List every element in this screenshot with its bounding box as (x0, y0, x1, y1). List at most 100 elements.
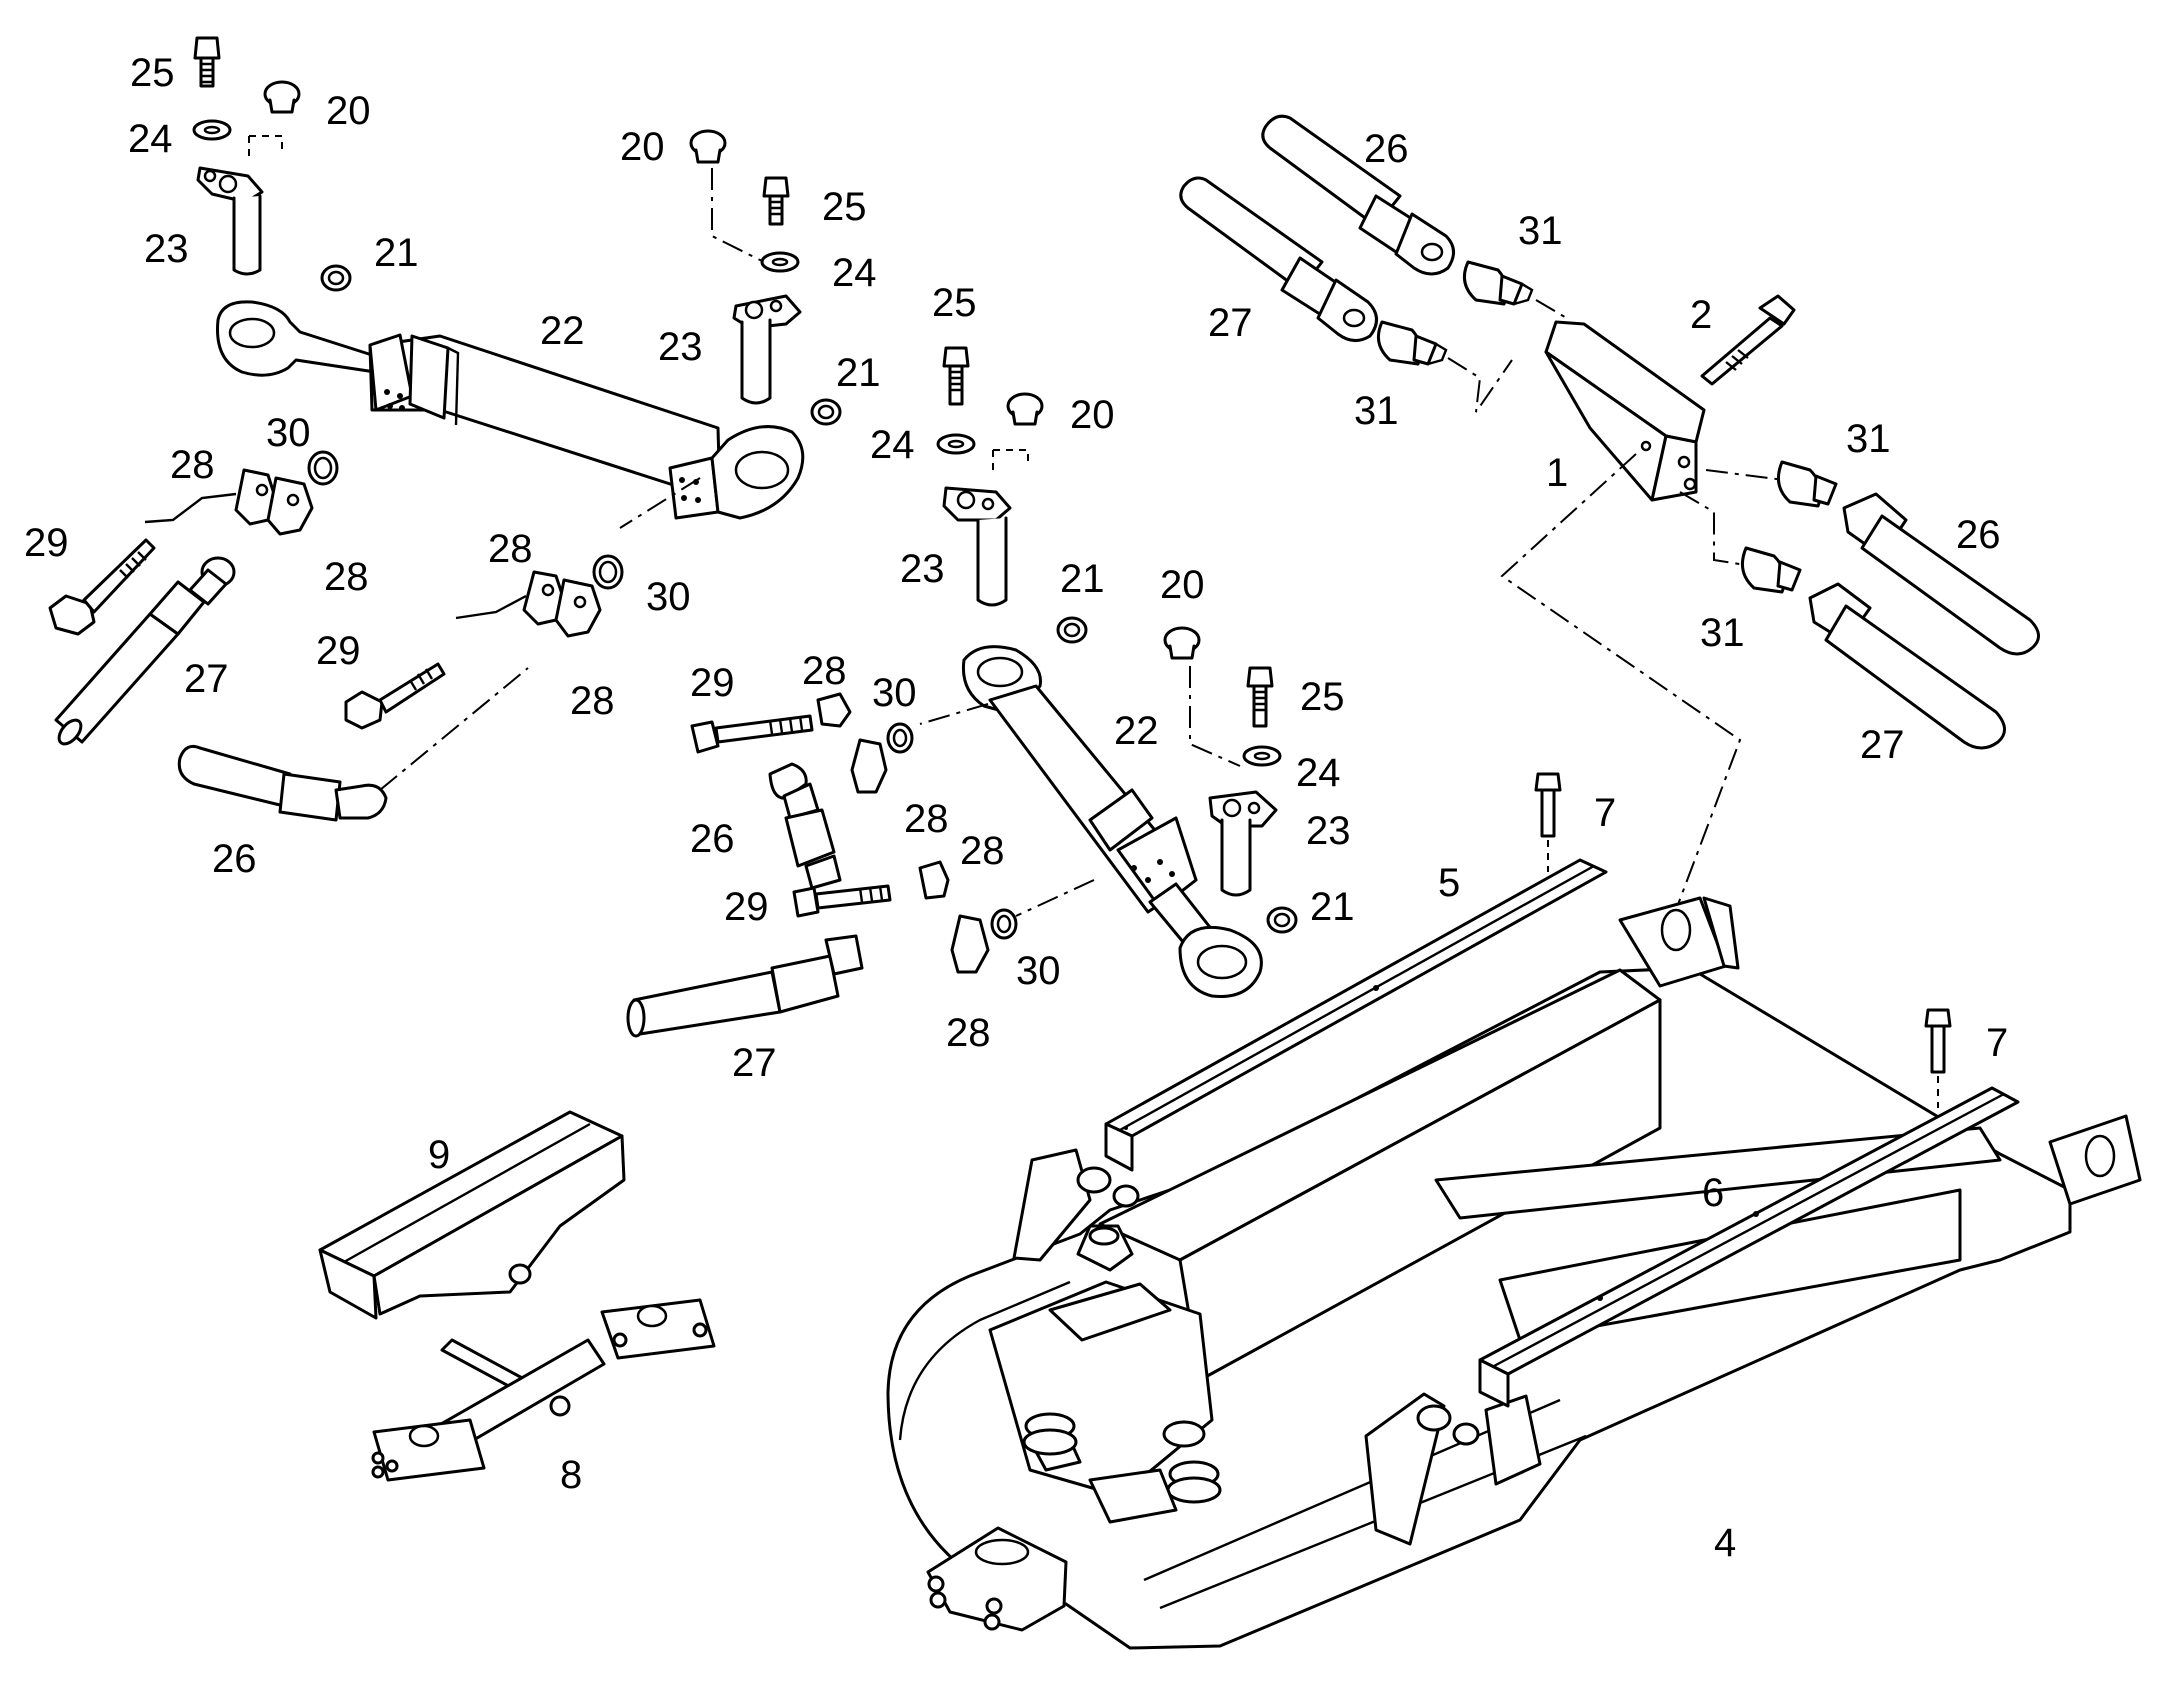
callout-29: 29 (724, 885, 769, 929)
callout-23: 23 (658, 325, 703, 369)
split-flange-28-center-b (918, 860, 990, 974)
callout-20: 20 (1070, 393, 1115, 437)
bolt-25-center-a (762, 176, 790, 226)
callout-24: 24 (870, 423, 915, 467)
callout-2: 2 (1690, 293, 1712, 337)
callout-29: 29 (690, 661, 735, 705)
callout-6: 6 (1702, 1171, 1724, 1215)
callout-24: 24 (128, 117, 173, 161)
valve-block-1 (1544, 320, 1706, 502)
hydraulic-cylinder-22-left (216, 300, 805, 520)
frame-4 (886, 896, 2142, 1650)
plug-20-center-b (1006, 392, 1044, 426)
callout-21: 21 (1060, 557, 1105, 601)
callout-22: 22 (540, 309, 585, 353)
callout-7: 7 (1986, 1021, 2008, 1065)
bolt-29-left-a (48, 538, 156, 636)
fitting-31-c (1776, 460, 1838, 508)
bolt-25-left (193, 36, 221, 88)
bushing-21-left (320, 264, 352, 292)
callout-28: 28 (488, 527, 533, 571)
rail-5 (1104, 858, 1608, 1172)
callout-28: 28 (946, 1011, 991, 1055)
split-flange-28-left-a (234, 468, 314, 536)
callout-26: 26 (690, 817, 735, 861)
split-flange-28-left-b (522, 570, 602, 638)
plug-20-center-c (1163, 626, 1201, 660)
callout-20: 20 (1160, 563, 1205, 607)
split-flange-28-center-a (816, 692, 888, 794)
hose-27-right-top (1179, 176, 1378, 342)
hose-27-right-bottom (1808, 582, 2006, 750)
callout-27: 27 (1208, 301, 1253, 345)
bolt-29-center-a (690, 714, 814, 754)
callout-25: 25 (822, 185, 867, 229)
plug-20-center-a (689, 129, 727, 164)
callout-31: 31 (1846, 417, 1891, 461)
callout-1: 1 (1546, 451, 1568, 495)
bolt-29-left-b (344, 662, 446, 730)
callout-20: 20 (326, 89, 371, 133)
callout-31: 31 (1518, 209, 1563, 253)
hydraulic-cylinder-22-center (961, 645, 1263, 998)
hose-26-left (177, 667, 529, 822)
callout-21: 21 (374, 231, 419, 275)
callout-30: 30 (266, 411, 311, 455)
callout-28: 28 (960, 829, 1005, 873)
rail-6 (1478, 1086, 2020, 1408)
pin-23-center-c (1208, 790, 1278, 897)
bolt-29-center-b (792, 884, 892, 918)
callout-31: 31 (1354, 389, 1399, 433)
callout-20: 20 (620, 125, 665, 169)
callout-28: 28 (170, 443, 215, 487)
plug-20-left (263, 80, 301, 114)
callout-30: 30 (1016, 949, 1061, 993)
fitting-31-d (1740, 546, 1802, 594)
bushing-21-center-a (810, 398, 842, 426)
callout-4: 4 (1714, 1521, 1736, 1565)
callout-9: 9 (428, 1133, 450, 1177)
hose-27-center (626, 934, 864, 1038)
hose-27-left (54, 556, 236, 746)
callout-27: 27 (184, 657, 229, 701)
callout-25: 25 (130, 51, 175, 95)
fitting-31-b (1376, 320, 1448, 366)
callout-23: 23 (1306, 809, 1351, 853)
callout-26: 26 (1364, 127, 1409, 171)
callout-31: 31 (1700, 611, 1745, 655)
callout-29: 29 (316, 629, 361, 673)
bracket-8 (371, 1298, 716, 1482)
bolt-7-a (1534, 772, 1562, 872)
callout-labels: 1 2 4 5 6 7 7 8 9 20 20 20 20 21 21 21 2… (24, 51, 2008, 1565)
callout-25: 25 (1300, 675, 1345, 719)
bushing-21-center-c (1266, 906, 1298, 934)
callout-25: 25 (932, 281, 977, 325)
callout-23: 23 (900, 547, 945, 591)
pin-23-left (196, 166, 264, 276)
callout-21: 21 (1310, 885, 1355, 929)
bolt-25-center-c (1246, 666, 1274, 728)
bolt-25-center-b (942, 346, 970, 406)
callout-21: 21 (836, 351, 881, 395)
callout-26: 26 (212, 837, 257, 881)
cylinder-assembly-left (48, 36, 805, 822)
callout-26: 26 (1956, 513, 2001, 557)
callout-23: 23 (144, 227, 189, 271)
callout-27: 27 (732, 1041, 777, 1085)
hose-26-right-top (1261, 114, 1455, 276)
callout-27: 27 (1860, 723, 1905, 767)
bushing-21-center-b (1056, 616, 1088, 644)
hose-26-right-bottom (1842, 492, 2040, 656)
cylinder-assembly-center (626, 346, 1298, 1038)
callout-28: 28 (324, 555, 369, 599)
callout-28: 28 (904, 797, 949, 841)
fitting-31-a (1462, 260, 1534, 306)
bolt-2 (1700, 294, 1796, 386)
callout-29: 29 (24, 521, 69, 565)
callout-30: 30 (872, 671, 917, 715)
callout-5: 5 (1438, 861, 1460, 905)
callout-8: 8 (560, 1453, 582, 1497)
callout-24: 24 (832, 251, 877, 295)
pin-23-center-a (732, 294, 802, 405)
